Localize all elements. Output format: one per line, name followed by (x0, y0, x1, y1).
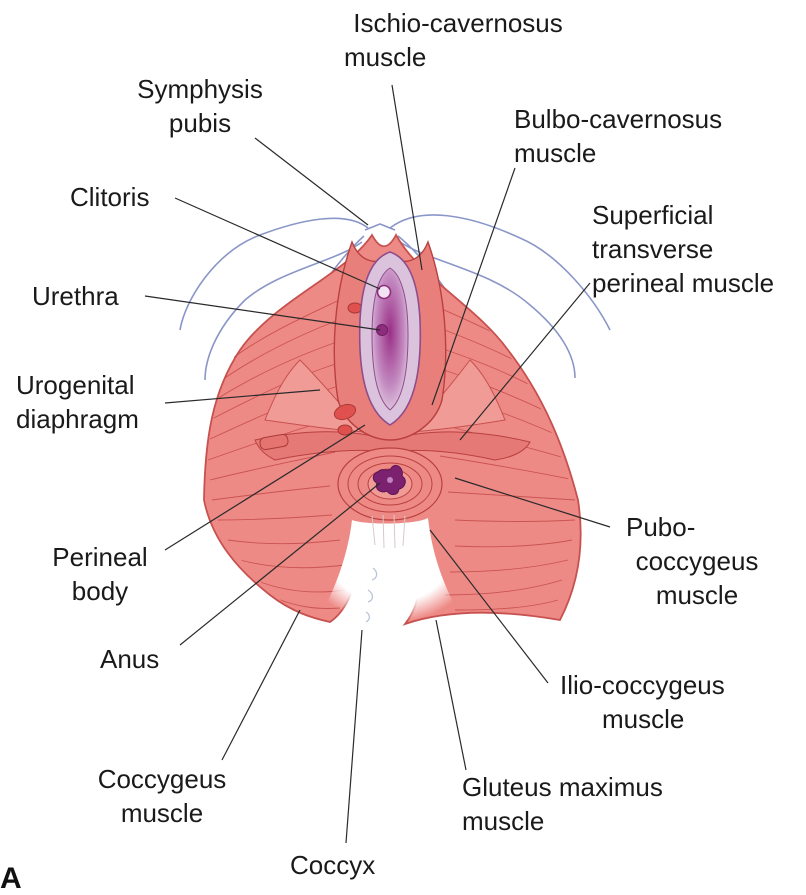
leader-clitoris (175, 198, 380, 289)
label-line: Coccyx (290, 848, 375, 882)
label-line: muscle (318, 40, 598, 74)
label-gluteus-maximus: Gluteus maximus muscle (462, 770, 722, 838)
label-line: Anus (100, 642, 159, 676)
leader-symphysis-pubis (255, 138, 368, 225)
label-superficial-transverse: Superficial transverse perineal muscle (592, 198, 804, 300)
label-line: transverse (592, 232, 804, 266)
label-line: Ilio-coccygeus (560, 668, 780, 702)
vestibule (360, 252, 421, 425)
label-clitoris: Clitoris (70, 180, 149, 214)
label-line: perineal muscle (592, 266, 804, 300)
label-pubo-coccygeus: Pubo- coccygeus muscle (612, 510, 782, 612)
label-line: diaphragm (16, 402, 139, 436)
label-anus: Anus (100, 642, 159, 676)
label-urethra: Urethra (32, 279, 119, 313)
label-line: Superficial (592, 198, 804, 232)
label-line: Urogenital (16, 368, 139, 402)
label-perineal-body: Perineal body (30, 540, 170, 608)
label-line: Pubo- (612, 510, 782, 544)
label-line: muscle (72, 796, 252, 830)
label-urogenital-diaphragm: Urogenital diaphragm (16, 368, 139, 436)
label-ischio-cavernosus: Ischio-cavernosus muscle (318, 6, 598, 74)
label-coccyx: Coccyx (290, 848, 375, 882)
label-bulbo-cavernosus: Bulbo-cavernosus muscle (514, 102, 774, 170)
label-line: coccygeus (612, 544, 782, 578)
label-line: Bulbo-cavernosus (514, 102, 774, 136)
label-symphysis-pubis: Symphysis pubis (100, 72, 300, 140)
label-line: Urethra (32, 279, 119, 313)
leader-coccyx (346, 630, 362, 843)
label-line: Clitoris (70, 180, 149, 214)
label-line: Coccygeus (72, 762, 252, 796)
panel-letter: A (0, 864, 22, 894)
label-line: Symphysis (100, 72, 300, 106)
leader-coccygeus (222, 610, 300, 760)
leader-gluteus-maximus (436, 620, 466, 770)
label-line: muscle (560, 702, 780, 736)
label-line: muscle (612, 578, 782, 612)
label-line: pubis (100, 106, 300, 140)
label-line: body (30, 574, 170, 608)
label-line: Gluteus maximus (462, 770, 722, 804)
label-line: muscle (514, 136, 774, 170)
label-coccygeus: Coccygeus muscle (72, 762, 252, 830)
label-line: Perineal (30, 540, 170, 574)
clitoris-shape (378, 286, 391, 299)
label-line: muscle (462, 804, 722, 838)
label-line: Ischio-cavernosus (318, 6, 598, 40)
label-ilio-coccygeus: Ilio-coccygeus muscle (560, 668, 780, 736)
